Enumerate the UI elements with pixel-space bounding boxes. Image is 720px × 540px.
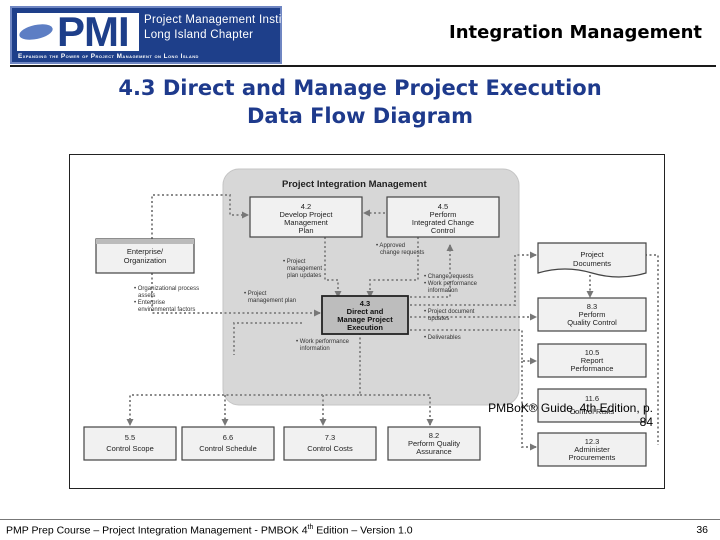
node-6-6: 6.6 Control Schedule [181, 426, 275, 461]
svg-text:7.3: 7.3 [325, 433, 335, 442]
svg-text:Enterprise/: Enterprise/ [127, 247, 164, 256]
svg-text:Control Risks: Control Risks [570, 407, 615, 416]
svg-text:4.3: 4.3 [360, 299, 370, 308]
svg-text:5.5: 5.5 [125, 433, 135, 442]
footer-divider [0, 519, 720, 520]
svg-text:8.2: 8.2 [429, 431, 439, 440]
svg-text:Administer: Administer [574, 445, 610, 454]
label-pm-plan: • Project [244, 291, 267, 297]
pmi-logo: PMI Project Management Institute Long Is… [10, 6, 302, 64]
label-document-updates: • Project document [424, 309, 475, 315]
node-8-2: 8.2 Perform Quality Assurance [387, 426, 481, 461]
svg-text:Quality Control: Quality Control [567, 318, 617, 327]
slide-title: 4.3 Direct and Manage Project Execution … [0, 74, 720, 130]
svg-text:plan updates: plan updates [287, 273, 321, 279]
label-plan-updates: • Project [283, 259, 306, 265]
svg-text:4.5: 4.5 [438, 202, 448, 211]
svg-text:Execution: Execution [347, 323, 383, 332]
svg-text:Report: Report [581, 356, 604, 365]
label-deliverables: • Deliverables [424, 335, 461, 341]
footer-course-prefix: PMP Prep Course – Project Integration Ma… [6, 524, 308, 537]
svg-text:Manage Project: Manage Project [337, 315, 393, 324]
svg-text:11.6: 11.6 [585, 394, 599, 403]
slide-title-line1: 4.3 Direct and Manage Project Execution [118, 76, 602, 100]
header-divider [10, 65, 716, 67]
svg-text:12.3: 12.3 [585, 437, 600, 446]
svg-text:assets: assets [138, 293, 155, 299]
svg-text:4.2: 4.2 [301, 202, 311, 211]
logo-letters: PMI [57, 8, 130, 55]
logo-institute-name: Project Management Institute [144, 14, 302, 26]
logo-tagline: Expanding the Power of Project Managemen… [18, 53, 199, 60]
svg-text:Perform Quality: Perform Quality [408, 439, 460, 448]
label-org-assets: • Organizational process [134, 286, 199, 292]
label-approved-changes: • Approved [376, 243, 405, 249]
svg-text:Develop Project: Develop Project [280, 210, 334, 219]
svg-text:Documents: Documents [573, 259, 611, 268]
group-title: Project Integration Management [282, 179, 427, 190]
label-work-performance: • Work performance [424, 281, 478, 287]
svg-text:Management: Management [284, 218, 329, 227]
svg-text:Organization: Organization [124, 256, 167, 265]
svg-text:updates: updates [428, 316, 449, 322]
svg-text:6.6: 6.6 [223, 433, 233, 442]
svg-text:8.3: 8.3 [587, 302, 597, 311]
svg-text:Plan: Plan [298, 226, 313, 235]
logo-chapter-name: Long Island Chapter [144, 29, 254, 41]
data-flow-diagram: Project Integration Management [69, 154, 665, 489]
node-5-5: 5.5 Control Scope [83, 426, 177, 461]
svg-text:environmental factors: environmental factors [138, 307, 195, 313]
node-project-documents: Project Documents [537, 242, 647, 278]
svg-text:Project: Project [580, 250, 604, 259]
svg-text:Control: Control [431, 226, 456, 235]
svg-text:Perform: Perform [430, 210, 457, 219]
footer-course-sup: th [307, 524, 314, 531]
header-title: Integration Management [449, 22, 702, 43]
flow-labels: • Approved change requests • Project man… [134, 243, 478, 352]
svg-text:Control Costs: Control Costs [307, 444, 353, 453]
flow-lines [126, 194, 659, 451]
svg-text:Control Scope: Control Scope [106, 444, 154, 453]
page-number: 36 [696, 524, 708, 536]
node-4-3-center: 4.3 Direct and Manage Project Execution [321, 295, 409, 335]
swoosh-icon [17, 21, 55, 43]
svg-text:Direct and: Direct and [347, 307, 384, 316]
svg-text:Integrated Change: Integrated Change [412, 218, 474, 227]
node-4-5: 4.5 Perform Integrated Change Control [386, 196, 500, 238]
svg-text:information: information [300, 346, 330, 352]
label-change-requests: • Change requests [424, 274, 473, 280]
pmi-logo-mark: PMI [17, 9, 139, 55]
label-env-factors: • Enterprise [134, 300, 166, 306]
svg-text:Performance: Performance [571, 364, 614, 373]
svg-text:Perform: Perform [579, 310, 606, 319]
citation: PMBoK® Guide, 4th Edition, p. 84 [488, 401, 653, 429]
node-11-6: 11.6 Control Risks [537, 388, 647, 423]
footer-course-suffix: Edition – Version 1.0 [313, 524, 413, 537]
label-work-performance-out: • Work performance [296, 339, 350, 345]
svg-text:Control Schedule: Control Schedule [199, 444, 257, 453]
svg-text:10.5: 10.5 [585, 348, 600, 357]
slide-title-line2: Data Flow Diagram [246, 104, 474, 128]
svg-text:change requests: change requests [380, 250, 424, 256]
footer-course-info: PMP Prep Course – Project Integration Ma… [6, 524, 413, 537]
node-10-5: 10.5 Report Performance [537, 343, 647, 378]
node-7-3: 7.3 Control Costs [283, 426, 377, 461]
node-8-3: 8.3 Perform Quality Control [537, 297, 647, 332]
svg-text:management: management [287, 266, 322, 272]
node-12-3: 12.3 Administer Procurements [537, 432, 647, 467]
svg-text:Procurements: Procurements [569, 453, 616, 462]
node-enterprise: Enterprise/ Organization [95, 238, 195, 274]
svg-text:management plan: management plan [248, 298, 296, 304]
node-4-2: 4.2 Develop Project Management Plan [249, 196, 363, 238]
svg-text:information: information [428, 288, 458, 294]
svg-text:Assurance: Assurance [416, 447, 451, 456]
